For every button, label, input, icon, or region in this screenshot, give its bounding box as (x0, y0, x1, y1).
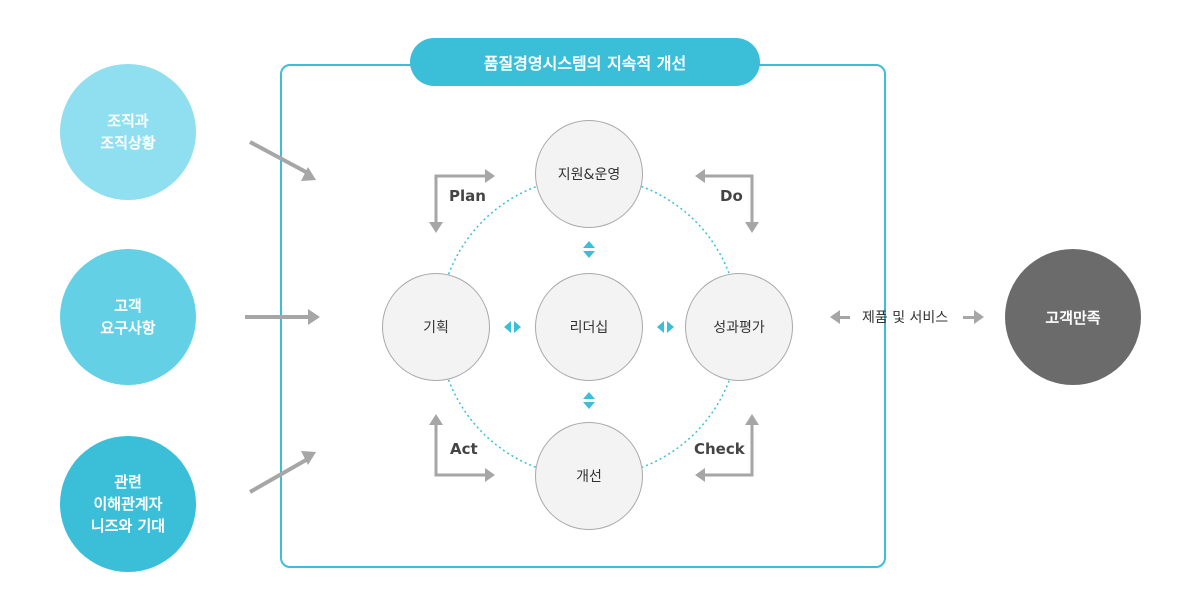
phase-plan-label: Plan (449, 187, 486, 205)
check-arrowhead-left (695, 468, 705, 482)
check-arrow-line (704, 424, 754, 477)
phase-act-label: Act (450, 440, 478, 458)
input-stakeholder-needs: 관련 이해관계자 니즈와 기대 (60, 436, 196, 572)
connector-top-down (583, 251, 595, 258)
input-arrowhead-1 (301, 167, 316, 181)
act-arrowhead-right (485, 468, 495, 482)
plan-arrow-line (434, 174, 486, 224)
input-arrowhead-2 (308, 309, 320, 325)
plan-arrowhead-down (429, 222, 443, 233)
input-arrow-1 (249, 140, 307, 174)
product-arrowhead-right (974, 310, 984, 324)
node-planning: 기획 (382, 273, 490, 381)
product-arrow-right-shaft (963, 316, 975, 319)
node-performance-evaluation: 성과평가 (685, 273, 793, 381)
do-arrow-line (704, 174, 754, 224)
input-arrow-3 (249, 458, 307, 494)
product-arrowhead-left (830, 310, 840, 324)
connector-bottom-down (583, 402, 595, 409)
product-arrow-left-shaft (838, 316, 850, 319)
act-arrowhead-up (429, 414, 443, 425)
input-arrowhead-3 (301, 451, 316, 465)
connector-bottom-up (583, 392, 595, 399)
act-arrow-line (434, 424, 486, 477)
input-organization-context: 조직과 조직상황 (60, 64, 196, 200)
connector-right-right (667, 321, 674, 333)
phase-check-label: Check (694, 440, 745, 458)
connector-left-right (514, 321, 521, 333)
qms-title: 품질경영시스템의 지속적 개선 (410, 38, 760, 86)
connector-top-up (583, 241, 595, 248)
product-service-label: 제품 및 서비스 (862, 310, 949, 326)
phase-do-label: Do (720, 187, 743, 205)
node-leadership: 리더십 (535, 273, 643, 381)
do-arrowhead-down (745, 222, 759, 233)
do-arrowhead-left (695, 169, 705, 183)
customer-satisfaction-circle: 고객만족 (1005, 249, 1141, 385)
node-improvement: 개선 (535, 422, 643, 530)
plan-arrowhead-right (485, 169, 495, 183)
node-support-operation: 지원&운영 (535, 120, 643, 228)
connector-right-left (657, 321, 664, 333)
input-customer-requirements: 고객 요구사항 (60, 249, 196, 385)
check-arrowhead-up (745, 414, 759, 425)
connector-left-left (504, 321, 511, 333)
